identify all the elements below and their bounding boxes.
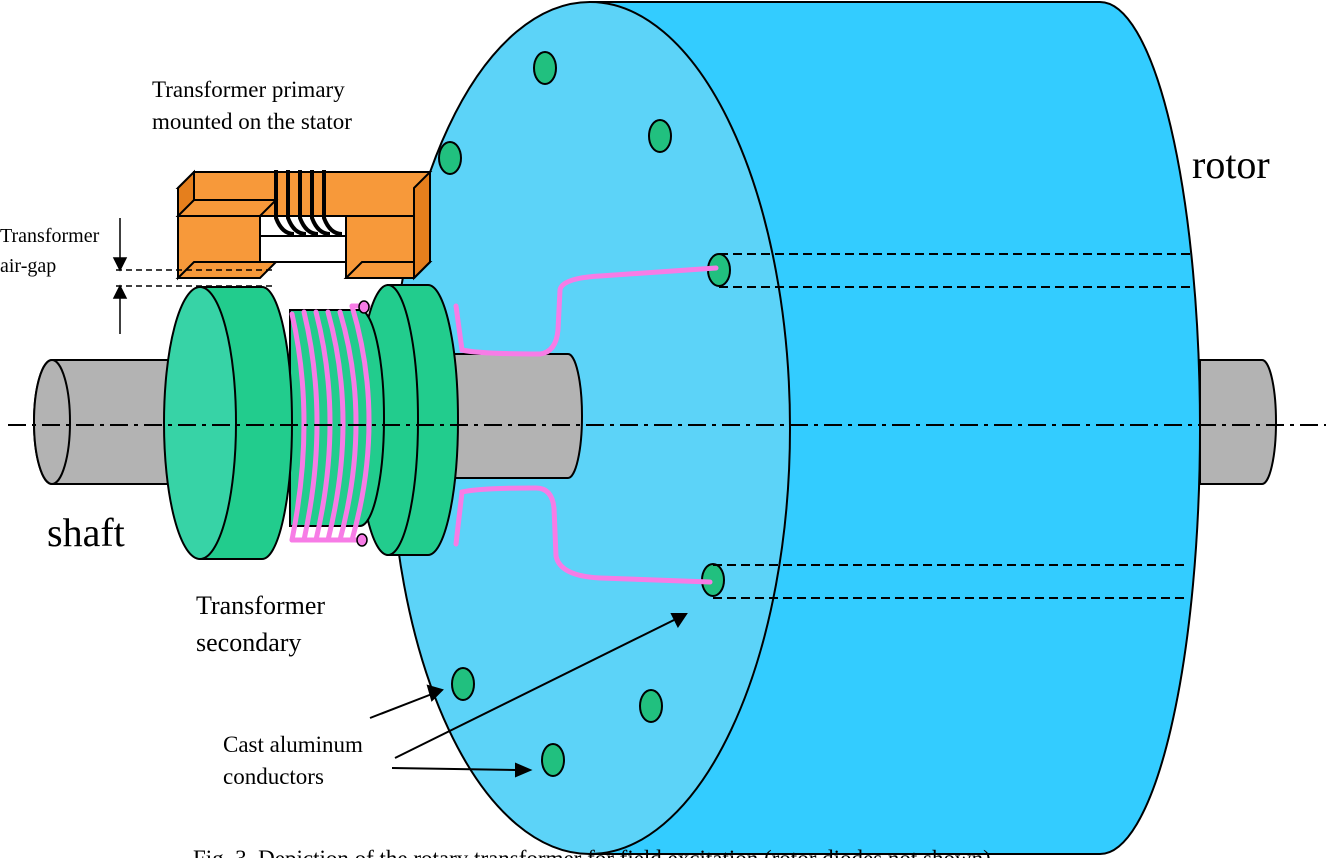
pointer-arrows (369, 613, 688, 778)
conductor-dot (541, 743, 565, 777)
winding-turn (313, 309, 333, 543)
primary-window (259, 235, 347, 263)
hidden-conductor-lines (713, 253, 1190, 599)
airgap-dimension (112, 218, 272, 334)
winding-turn (301, 309, 320, 543)
arrow-to-conductor-lower-left (369, 693, 433, 719)
winding-turn (349, 303, 372, 543)
conductor-dot (639, 689, 663, 723)
airgap-label-line2: air-gap (0, 255, 56, 277)
secondary-left-flange-face (163, 286, 237, 560)
primary-winding (274, 170, 343, 236)
secondary-winding (289, 265, 719, 585)
figure-caption: Fig. 3. Depiction of the rotary transfor… (193, 846, 997, 858)
rear-shaft-stub (1199, 359, 1277, 485)
shaft-label: shaft (47, 510, 125, 555)
transformer-primary (175, 169, 433, 281)
transformer-secondary (163, 284, 459, 560)
rotor-label: rotor (1192, 142, 1270, 187)
airgap-label-line1: Transformer (0, 225, 100, 247)
winding-terminals (356, 300, 370, 547)
winding-turn (337, 309, 359, 543)
primary-label-line1: Transformer primary (152, 77, 345, 102)
primary-label-line2: mounted on the stator (152, 109, 352, 134)
winding-turn (289, 311, 307, 543)
lead-wire-top (453, 265, 719, 357)
lead-wire-bottom (453, 485, 713, 585)
shaft-end-face (33, 359, 71, 485)
conductor-dot (648, 119, 672, 153)
conductor-dot (451, 667, 475, 701)
arrow-to-conductor-middle (394, 619, 675, 759)
primary-right-side (413, 169, 431, 281)
labels: Transformer primary mounted on the stato… (0, 77, 1270, 789)
secondary-label-line2: secondary (196, 628, 301, 657)
conductors-label-line2: conductors (223, 764, 324, 789)
primary-left-leg-top (175, 199, 279, 217)
conductor-dot (438, 141, 462, 175)
secondary-label-line1: Transformer (196, 591, 325, 620)
arrow-to-conductor-bottom (391, 767, 517, 771)
cast-aluminum-conductors (438, 51, 731, 777)
shaft-right-segment (429, 353, 583, 479)
winding-turn (325, 309, 346, 543)
conductor-dot (533, 51, 557, 85)
rotor-body (389, 1, 1201, 855)
conductors-label-line1: Cast aluminum (223, 732, 363, 757)
